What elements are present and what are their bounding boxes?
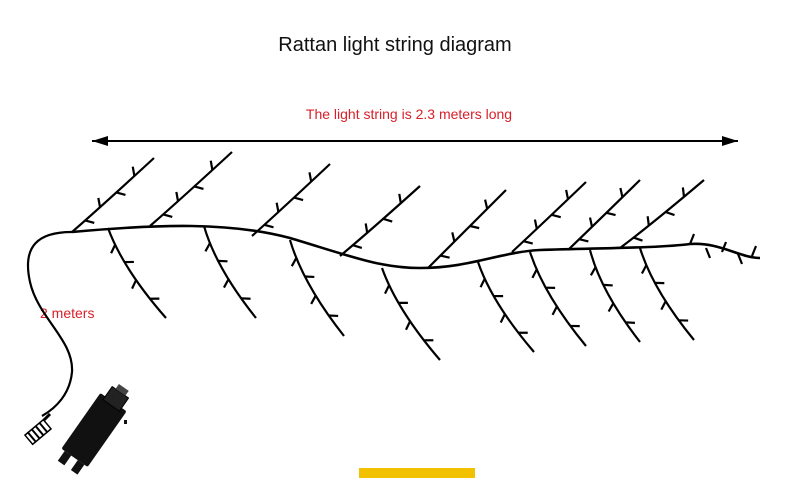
bulb-tick — [681, 187, 686, 197]
length-dimension-arrow — [92, 136, 738, 146]
string-length-label: The light string is 2.3 meters long — [305, 106, 513, 122]
bulb-tick — [660, 300, 667, 311]
bulb-tick — [162, 213, 173, 219]
bulb-tick — [551, 305, 558, 316]
bulb-tick — [175, 191, 180, 202]
bulb-tick — [469, 224, 480, 230]
bulb-tick — [310, 295, 317, 305]
bulb-tick — [364, 223, 369, 233]
bulb-tick — [619, 187, 624, 198]
bulb-tick — [665, 210, 675, 217]
bulb-tick — [720, 241, 728, 253]
bulb-tick — [625, 321, 636, 324]
bulb-tick — [398, 193, 402, 204]
bulb-tick — [578, 238, 589, 243]
main-vine — [71, 224, 761, 270]
bulb-tick — [640, 264, 648, 274]
bulb-tick — [531, 269, 538, 279]
bulb-tick — [565, 189, 570, 200]
bulb-tick — [204, 242, 211, 252]
branch — [339, 185, 421, 257]
branch — [528, 251, 587, 347]
diagram-title: Rattan light string diagram — [278, 34, 512, 56]
bulb-tick — [523, 240, 534, 245]
bulb-tick — [209, 160, 214, 171]
bulb-tick — [440, 254, 450, 259]
bulb-tick — [606, 211, 616, 217]
accent-bar — [359, 468, 475, 478]
bulb-tick — [84, 219, 95, 225]
bulb-tick — [588, 217, 594, 228]
bulb-tick — [382, 217, 393, 223]
bulb-tick — [194, 185, 204, 191]
power-adapter — [57, 383, 130, 475]
light-branches — [71, 151, 758, 361]
bulb-tick — [384, 284, 391, 295]
branch — [588, 249, 641, 343]
bulb-tick — [533, 219, 538, 230]
bulb-tick — [352, 244, 363, 249]
branch — [71, 157, 155, 233]
bulb-tick — [451, 232, 456, 242]
bulb-tick — [131, 279, 138, 290]
bulb-tick — [633, 236, 643, 242]
bulb-tick — [750, 245, 758, 257]
bulb-tick — [116, 191, 126, 197]
bulb-tick — [308, 172, 313, 182]
bulb-tick — [223, 278, 230, 289]
branch — [251, 163, 331, 237]
bulb-tick — [293, 196, 304, 202]
bulb-tick — [688, 233, 696, 245]
bulb-tick — [264, 223, 274, 229]
bulb-tick — [589, 266, 597, 276]
branch — [202, 225, 257, 319]
bulb-tick — [704, 247, 712, 259]
branch — [567, 179, 641, 251]
branch — [638, 247, 695, 341]
bulb-tick — [110, 244, 117, 254]
branch — [619, 179, 705, 249]
lead-cable — [26, 230, 74, 417]
branch — [427, 189, 507, 269]
bulb-tick — [479, 278, 486, 288]
bulb-tick — [131, 166, 136, 177]
bulb-tick — [499, 313, 506, 324]
bulb-tick — [646, 216, 650, 226]
branch — [106, 227, 167, 319]
bulb-tick — [97, 197, 102, 208]
bulb-tick — [404, 320, 412, 331]
bulb-tick — [603, 283, 613, 287]
branch — [511, 181, 587, 253]
plug-connector — [23, 412, 53, 446]
bulb-tick — [275, 202, 280, 213]
bulb-tick — [484, 199, 489, 210]
bulb-tick — [551, 213, 562, 219]
bulb-tick — [607, 302, 615, 313]
branch — [149, 151, 233, 227]
bulb-tick — [736, 253, 744, 265]
branch — [288, 239, 345, 337]
bulb-tick — [290, 257, 298, 267]
lead-cable-length-label: 2 meters — [40, 305, 95, 321]
branch — [476, 261, 535, 353]
branch — [380, 267, 441, 361]
